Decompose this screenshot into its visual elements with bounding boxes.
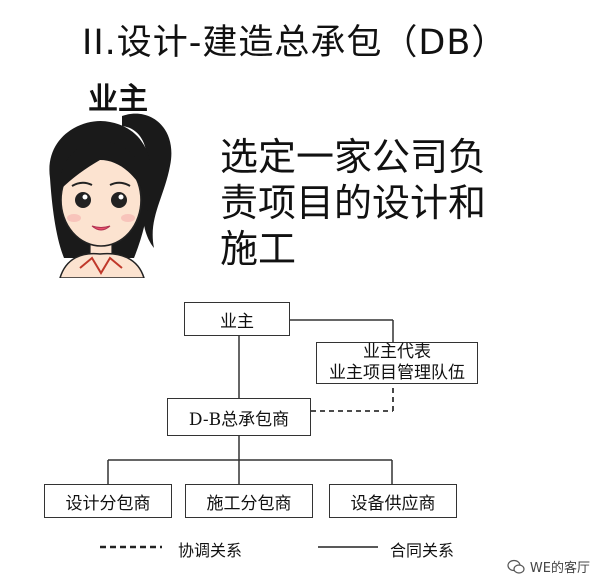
watermark-text: WE的客厅 [529, 561, 590, 576]
description-line: 责项目的设计和 [220, 181, 487, 225]
owner-box: 业主 [184, 302, 290, 336]
owner-rep-line: 业主项目管理队伍 [329, 363, 465, 383]
owner-rep-line: 业主代表 [363, 342, 431, 362]
description-line: 选定一家公司负 [220, 135, 487, 179]
watermark: WE的客厅 [507, 557, 590, 576]
db-contractor-box: D-B总承包商 [167, 398, 311, 436]
owner-representative-box: 业主代表 业主项目管理队伍 [316, 342, 478, 384]
legend-dashed-label: 协调关系 [178, 541, 243, 560]
description-line: 施工 [220, 227, 297, 271]
page-title: II.设计-建造总承包（DB） [82, 23, 508, 63]
cartoon-owner-illustration [49, 113, 172, 278]
description: 选定一家公司负 责项目的设计和 施工 [220, 134, 490, 272]
subcontractor-box: 设计分包商 [44, 484, 172, 518]
subcontractor-box: 设备供应商 [329, 484, 457, 518]
legend-solid-label: 合同关系 [390, 541, 455, 560]
owner-label: 业主 [88, 82, 148, 117]
subcontractor-box: 施工分包商 [185, 484, 313, 518]
wechat-icon [507, 559, 525, 574]
